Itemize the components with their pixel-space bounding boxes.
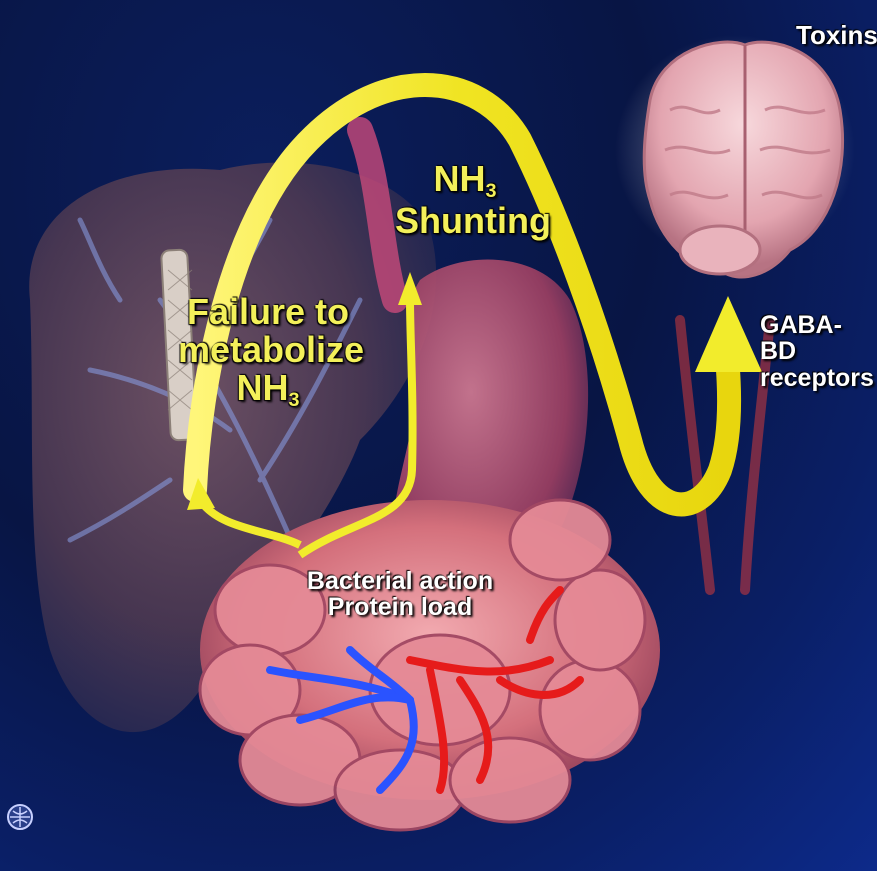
toxins-label: Toxins <box>796 22 877 49</box>
arrow-head-to-brain <box>695 296 762 372</box>
nh3-shunting-label: NH3 Shunting <box>395 160 535 240</box>
gaba-bd-receptors-label: GABA-BD receptors <box>760 312 875 391</box>
intestines <box>200 500 660 830</box>
failure-to-metabolize-label: Failure to metabolize NH3 <box>178 293 358 410</box>
bacterial-protein-label: Bacterial action Protein load <box>300 568 500 621</box>
globe-logo-icon <box>8 805 32 829</box>
